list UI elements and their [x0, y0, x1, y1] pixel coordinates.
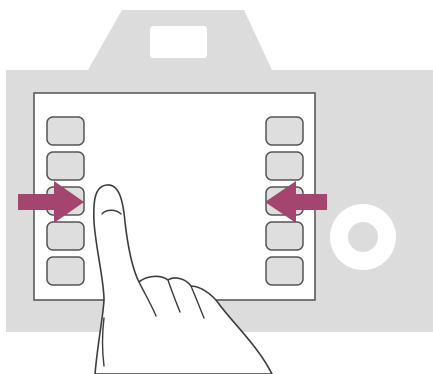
left-panel-button — [47, 117, 84, 145]
right-panel-button — [266, 152, 303, 180]
viewfinder-icon — [150, 26, 207, 58]
right-panel-button — [266, 222, 303, 250]
left-panel-button — [47, 257, 84, 285]
right-panel-button — [266, 257, 303, 285]
left-panel-button — [47, 222, 84, 250]
right-panel-button — [266, 117, 303, 145]
control-dial-icon — [330, 204, 396, 270]
left-panel-button — [47, 152, 84, 180]
